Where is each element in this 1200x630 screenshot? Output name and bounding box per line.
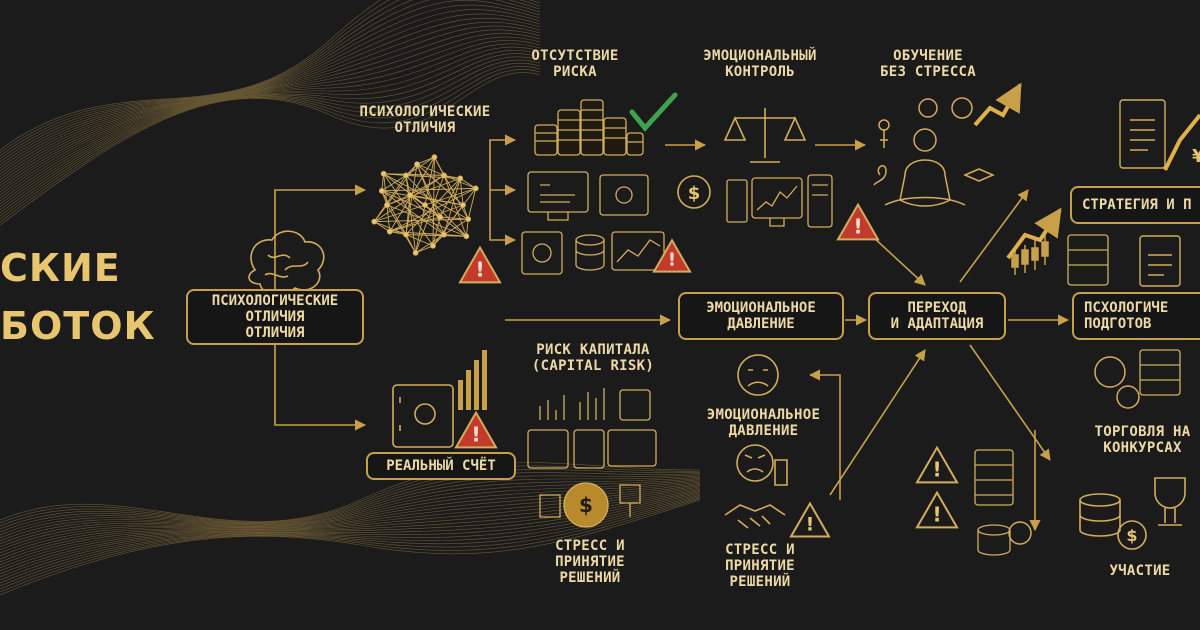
warning-exclamation: ! xyxy=(806,514,815,536)
trophy-icon xyxy=(1079,477,1186,550)
candlestick-icon xyxy=(1011,235,1049,275)
label-emotional-pressure: ЭМОЦИОНАЛЬНОЕ ДАВЛЕНИЕ xyxy=(706,407,821,439)
warning-exclamation: ! xyxy=(932,502,941,526)
arrow-box-to-bottom xyxy=(274,340,367,431)
arrow-net-to-top-row xyxy=(489,134,517,190)
node-strategy: СТРАТЕГИЯ И П xyxy=(1070,186,1200,224)
neural-network-icon xyxy=(371,154,479,256)
label-stress-decisions-1: СТРЕСС И ПРИНЯТИЕ РЕШЕНИЙ xyxy=(555,538,625,586)
svg-text:¥: ¥ xyxy=(1192,146,1200,167)
warning-exclamation: ! xyxy=(932,457,941,481)
growth-arrow-icon-2 xyxy=(1006,207,1062,260)
monitor-icon xyxy=(521,171,665,275)
coin-stack-icon xyxy=(534,99,644,156)
angry-face-icon xyxy=(736,444,788,486)
check-mark-icon xyxy=(629,92,678,132)
label-learning-no-stress: ОБУЧЕНИЕ БЕЗ СТРЕССА xyxy=(879,48,977,80)
scales-icon xyxy=(723,108,807,163)
warning-exclamation: ! xyxy=(475,257,484,281)
wallet-icon xyxy=(539,484,641,518)
decorative-wave-bottom xyxy=(0,462,701,596)
bar-chart-icon xyxy=(458,350,487,410)
warning-triangle-icon xyxy=(652,238,692,273)
warning-exclamation: ! xyxy=(471,422,480,446)
arrow-transition-to-strategy xyxy=(959,189,1029,283)
label-trading-contests: ТОРГОВЛЯ НА КОНКУРСАХ xyxy=(1094,424,1191,456)
node-transition-adaptation: ПЕРЕХОД И АДАПТАЦИЯ xyxy=(868,292,1006,340)
heading-line-1: СКИЕ xyxy=(0,246,121,290)
brain-icon xyxy=(248,230,325,296)
gear-coin-icon xyxy=(1008,356,1140,545)
warning-triangle-icon xyxy=(789,501,831,538)
label-emotional-control: ЭМОЦИОНАЛЬНЫЙ КОНТРОЛЬ xyxy=(703,48,817,80)
arrow-transition-to-contests xyxy=(969,344,1051,461)
warning-triangle-icon xyxy=(915,490,959,529)
capital-risk-chart-icon xyxy=(527,388,657,469)
warning-triangle-icon xyxy=(915,445,959,484)
yen-arrow-icon: ¥ xyxy=(1163,113,1200,171)
node-real-account: РЕАЛЬНЫЙ СЧЁТ xyxy=(366,452,516,480)
arrow-bottom-to-transition xyxy=(829,349,926,496)
label-psych-diff-top: ПСИХОЛОГИЧЕСКИЕ ОТЛИЧИЯ xyxy=(359,104,491,136)
label-stress-decisions-2: СТРЕСС И ПРИНЯТИЕ РЕШЕНИЙ xyxy=(725,542,795,590)
label-participation: УЧАСТИЕ xyxy=(1109,563,1171,579)
dollar-symbol: $ xyxy=(688,183,701,204)
warning-icons: !!!!!!! xyxy=(454,202,959,538)
trading-monitor-icon xyxy=(726,174,833,228)
arrow-return-to-face xyxy=(808,369,841,500)
warning-triangle-icon xyxy=(458,245,502,284)
node-emotional-pressure: ЭМОЦИОНАЛЬНОЕ ДАВЛЕНИЕ xyxy=(678,292,844,340)
dollar-bag-symbol: $ xyxy=(579,493,593,517)
dollar-bag-icon xyxy=(563,482,609,528)
warning-exclamation: ! xyxy=(668,250,676,271)
sad-face-icon xyxy=(737,354,779,396)
warning-exclamation: ! xyxy=(853,214,862,238)
handshake-icon xyxy=(724,504,786,529)
node-psych-diff: ПСИХОЛОГИЧЕСКИЕ ОТЛИЧИЯ ОТЛИЧИЯ xyxy=(186,289,364,345)
label-absence-risk: ОТСУТСТВИЕ РИСКА xyxy=(531,48,619,80)
label-capital-risk: РИСК КАПИТАЛА (CAPITAL RISK) xyxy=(531,342,655,374)
dollar-coin-icon xyxy=(677,175,711,209)
meditation-person-icon xyxy=(873,97,995,207)
trophy-dollar-symbol: $ xyxy=(1126,526,1137,545)
heading-line-2: БОТОК xyxy=(0,304,156,348)
server-rack-icon xyxy=(974,234,1181,556)
safe-icon xyxy=(392,384,454,448)
node-psych-preparation: ПСХОЛОГИЧЕ ПОДГОТОВ xyxy=(1072,292,1200,340)
arrow-net-to-low-row xyxy=(489,190,517,246)
warning-triangle-icon xyxy=(454,410,498,449)
document-icon xyxy=(1119,99,1181,287)
growth-arrow-icon xyxy=(973,82,1022,127)
warning-triangle-icon xyxy=(836,202,880,241)
decorative-wave-top xyxy=(0,0,541,226)
